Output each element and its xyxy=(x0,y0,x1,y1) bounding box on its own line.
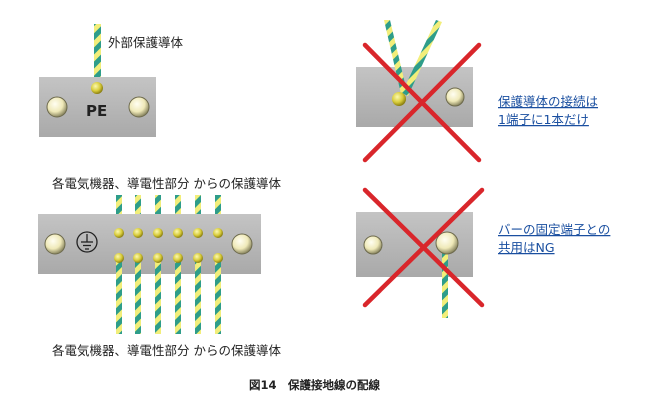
ng1-knob-right xyxy=(445,87,465,107)
figure-caption: 図14 保護接地線の配線 xyxy=(249,378,381,392)
ng1-wire-right xyxy=(402,20,442,96)
upper-screw xyxy=(153,228,163,238)
lower-screw xyxy=(133,253,143,263)
lower-conductor-wire xyxy=(195,258,201,334)
grounding-bus-group: 各電気機器、導電性部分 からの保護導体 xyxy=(38,176,281,358)
ng1-wire-left xyxy=(384,20,407,94)
lower-conductor-wire xyxy=(155,258,161,334)
ng2-knob-left xyxy=(363,235,383,255)
bus-bar-knob-left xyxy=(44,233,66,255)
ng2-fixed-terminal-knob xyxy=(435,231,459,255)
pe-terminal-knob-right xyxy=(128,96,150,118)
ng-fixed-terminal-group: バーの固定端子との 共用はNG xyxy=(356,187,610,318)
lower-conductor-wire xyxy=(175,258,181,334)
ng2-red-cross-icon xyxy=(362,187,485,308)
lower-conductor-wire xyxy=(215,258,221,334)
top-conductors-label: 各電気機器、導電性部分 からの保護導体 xyxy=(52,176,281,191)
ng1-note-line1: 保護導体の接続は xyxy=(498,94,598,109)
upper-screw xyxy=(213,228,223,238)
pe-terminal-screw xyxy=(91,82,103,94)
ng1-red-cross-icon xyxy=(362,42,482,163)
lower-screw xyxy=(153,253,163,263)
ng1-note-line2: 1端子に1本だけ xyxy=(498,112,589,127)
lower-screw xyxy=(213,253,223,263)
bus-bar-knob-right xyxy=(231,233,253,255)
ng2-note-line2: 共用はNG xyxy=(498,240,555,255)
lower-screw xyxy=(114,253,124,263)
upper-screw xyxy=(193,228,203,238)
external-conductor-label: 外部保護導体 xyxy=(108,35,184,50)
pe-mark: PE xyxy=(86,102,107,120)
bus-bar xyxy=(38,214,261,274)
ng-one-terminal-group: 保護導体の接続は 1端子に1本だけ xyxy=(356,20,598,163)
bottom-conductors-label: 各電気機器、導電性部分 からの保護導体 xyxy=(52,343,281,358)
upper-screw xyxy=(133,228,143,238)
upper-screw xyxy=(173,228,183,238)
pe-terminal-group: 外部保護導体 PE xyxy=(39,24,184,137)
ng2-wire xyxy=(442,252,448,318)
earth-ground-icon xyxy=(76,231,98,253)
ng1-screw xyxy=(392,92,406,106)
lower-conductor-wire xyxy=(135,258,141,334)
pe-terminal-knob-left xyxy=(46,96,68,118)
external-conductor-wire xyxy=(94,24,101,84)
ng2-note-line1: バーの固定端子との xyxy=(498,222,610,237)
upper-screw xyxy=(114,228,124,238)
lower-conductor-wire xyxy=(116,258,122,334)
lower-screw xyxy=(193,253,203,263)
lower-screw xyxy=(173,253,183,263)
